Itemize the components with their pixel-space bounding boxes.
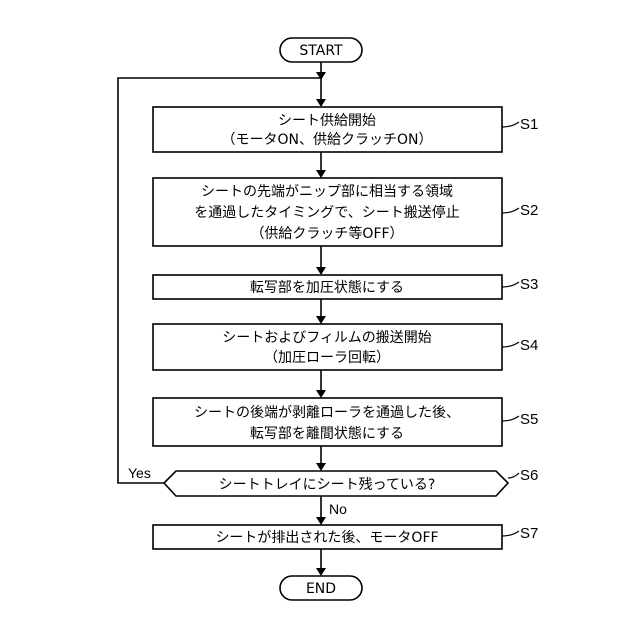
step-s7-leader <box>502 531 519 536</box>
step-s5-line-2: 転写部を離間状態にする <box>250 425 404 442</box>
arrow-into-s5 <box>316 390 326 398</box>
step-s1-line-2: （モータON、供給クラッチON） <box>222 132 433 148</box>
step-s4: シートおよびフィルムの搬送開始 （加圧ローラ回転） S4 <box>153 324 538 370</box>
no-branch-label: No <box>329 501 347 517</box>
step-s2-line-3: （供給クラッチ等OFF） <box>250 225 403 242</box>
step-s3-line-1: 転写部を加圧状態にする <box>250 280 404 296</box>
step-s6-label: S6 <box>520 467 538 484</box>
step-s5-label: S5 <box>520 411 538 428</box>
step-s6-line-1: シートトレイにシート残っている? <box>219 477 436 493</box>
step-s3: 転写部を加圧状態にする S3 <box>153 275 538 299</box>
step-s4-line-2: （加圧ローラ回転） <box>264 350 390 366</box>
step-s7-line-1: シートが排出された後、モータOFF <box>215 530 438 546</box>
step-s2-leader <box>502 208 519 213</box>
step-s5-line-1: シートの後端が剥離ローラを通過した後、 <box>194 404 460 421</box>
step-s1-line-1: シート供給開始 <box>278 113 376 129</box>
step-s7: シートが排出された後、モータOFF S7 <box>153 525 538 549</box>
end-label: END <box>306 581 336 597</box>
start-label: START <box>299 43 343 59</box>
arrow-into-s4 <box>316 316 326 324</box>
arrow-into-s1 <box>316 99 326 107</box>
step-s1-leader <box>502 122 519 127</box>
arrow-into-s6 <box>316 463 326 471</box>
yes-branch-label: Yes <box>128 465 151 481</box>
arrow-into-s3 <box>316 267 326 275</box>
step-s2: シートの先端がニップ部に相当する領域 を通過したタイミングで、シート搬送停止 （… <box>153 178 538 246</box>
arrow-into-s7 <box>316 517 326 525</box>
step-s4-line-1: シートおよびフィルムの搬送開始 <box>222 330 431 346</box>
step-s5-leader <box>502 416 519 421</box>
step-s1: シート供給開始 （モータON、供給クラッチON） S1 <box>153 107 538 152</box>
step-s4-label: S4 <box>520 337 538 354</box>
step-s2-label: S2 <box>520 202 538 219</box>
step-s6-leader <box>508 473 519 478</box>
step-s6: シートトレイにシート残っている? S6 <box>164 467 538 496</box>
step-s3-leader <box>502 282 519 287</box>
step-s5: シートの後端が剥離ローラを通過した後、 転写部を離間状態にする S5 <box>153 398 538 446</box>
step-s1-label: S1 <box>520 116 538 133</box>
step-s2-line-1: シートの先端がニップ部に相当する領域 <box>201 183 453 200</box>
step-s4-leader <box>502 342 519 347</box>
step-s2-line-2: を通過したタイミングで、シート搬送停止 <box>194 204 459 221</box>
step-s7-label: S7 <box>520 525 538 542</box>
arrow-into-end <box>316 568 326 576</box>
step-s3-label: S3 <box>520 276 538 293</box>
arrow-into-s2 <box>316 170 326 178</box>
